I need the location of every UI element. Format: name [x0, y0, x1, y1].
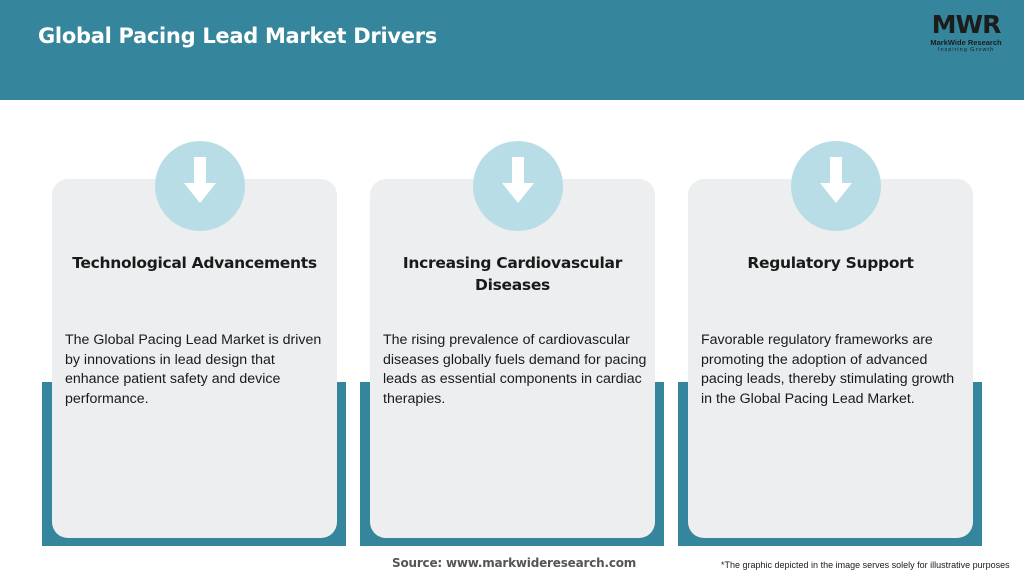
- card-description: Favorable regulatory frameworks are prom…: [701, 332, 955, 407]
- arrow-down-icon: [791, 141, 881, 231]
- card-heading: Increasing Cardiovascular Diseases: [402, 254, 623, 294]
- disclaimer-note: *The graphic depicted in the image serve…: [721, 560, 1010, 570]
- card-heading: Technological Advancements: [72, 254, 317, 272]
- logo-tagline: Inspiring Growth: [937, 47, 995, 53]
- header-banner: Global Pacing Lead Market Drivers MWR Ma…: [0, 0, 1024, 100]
- card-panel: Regulatory Support Favorable regulatory …: [688, 141, 973, 538]
- brand-logo: MWR MarkWide Research Inspiring Growth: [920, 12, 1012, 58]
- arrow-down-icon: [473, 141, 563, 231]
- card-description: The rising prevalence of cardiovascular …: [383, 332, 647, 407]
- arrow-down-icon: [155, 141, 245, 231]
- card-panel: Technological Advancements The Global Pa…: [52, 141, 337, 538]
- driver-card-1: Technological Advancements The Global Pa…: [42, 141, 346, 546]
- page-title: Global Pacing Lead Market Drivers: [38, 24, 437, 48]
- card-description: The Global Pacing Lead Market is driven …: [65, 332, 322, 407]
- logo-name: MarkWide Research: [930, 38, 1002, 47]
- driver-card-2: Increasing Cardiovascular Diseases The r…: [360, 141, 664, 546]
- card-panel: Increasing Cardiovascular Diseases The r…: [370, 141, 655, 538]
- source-link[interactable]: Source: www.markwideresearch.com: [392, 556, 637, 570]
- card-heading: Regulatory Support: [747, 254, 914, 272]
- driver-card-3: Regulatory Support Favorable regulatory …: [678, 141, 982, 546]
- logo-mark: MWR: [931, 10, 1002, 39]
